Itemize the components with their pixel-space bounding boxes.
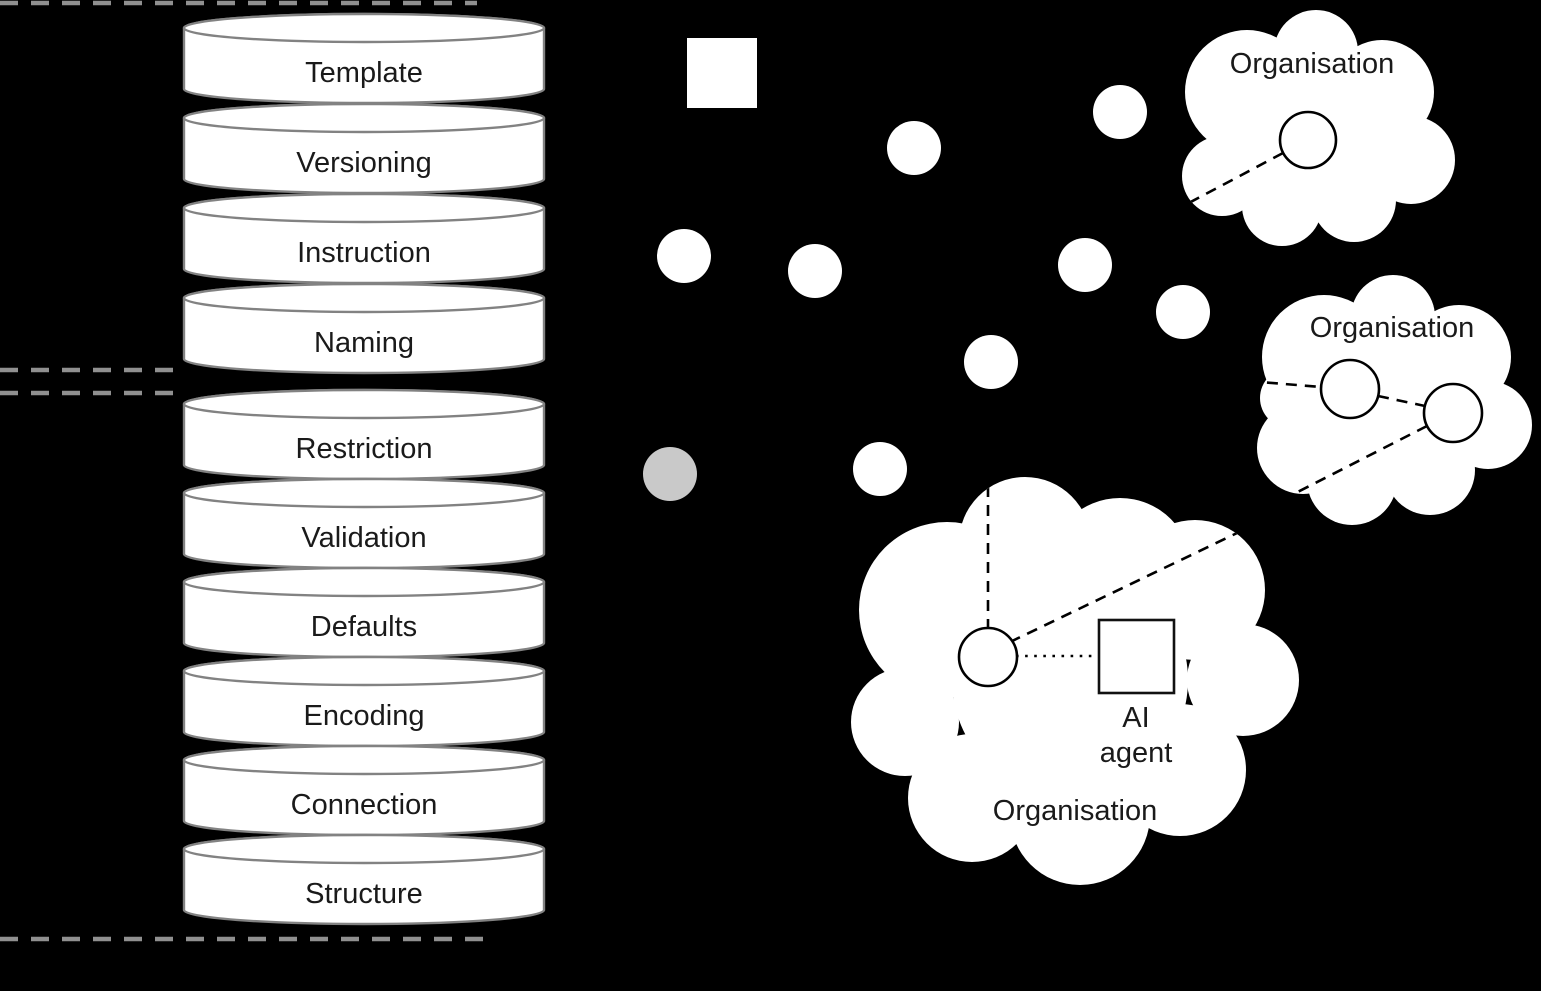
relation-dashed-line — [1377, 394, 1426, 408]
member-node — [1422, 382, 1484, 444]
cylinder-top-ellipse — [182, 388, 546, 420]
organisation-cloud-bottom: AI agent Organisation — [851, 477, 1299, 885]
free-network-nodes — [643, 38, 1210, 501]
db-cylinder-encoding: Encoding — [182, 655, 546, 748]
db-cylinder-instruction: Instruction — [182, 192, 546, 285]
db-cylinder-structure: Structure — [182, 833, 546, 926]
network-node-circle — [1156, 285, 1210, 339]
network-node-circle-inactive — [643, 447, 697, 501]
cylinder-top-ellipse — [182, 566, 546, 598]
ai-agent-label-line2: agent — [1100, 737, 1173, 769]
network-node-circle — [887, 121, 941, 175]
db-cylinder-connection: Connection — [182, 744, 546, 837]
layer-label: Defaults — [311, 611, 417, 643]
db-cylinder-naming: Naming — [182, 282, 546, 375]
organisation-cloud-middle: Organisation — [1257, 275, 1532, 525]
ai-agent-label-line1: AI — [1122, 702, 1149, 734]
relation-dashed-line — [1257, 379, 1322, 389]
member-node — [1319, 358, 1381, 420]
section-divider-lines — [0, 0, 484, 942]
layer-label: Connection — [291, 789, 438, 821]
organisation-cloud-top: Organisation — [1182, 10, 1455, 246]
relation-dashed-line — [1009, 520, 1261, 644]
network-node-circle — [788, 244, 842, 298]
db-cylinder-versioning: Versioning — [182, 102, 546, 195]
db-cylinder-restriction: Restriction — [182, 388, 546, 481]
network-node-circle — [853, 442, 907, 496]
layer-label: Template — [305, 57, 423, 89]
cloud-label: Organisation — [1230, 48, 1394, 80]
db-cylinder-template: Template — [182, 12, 546, 105]
cylinder-top-ellipse — [182, 282, 546, 314]
layer-label: Instruction — [297, 237, 431, 269]
relation-dashed-line — [1279, 424, 1428, 503]
cylinder-top-ellipse — [182, 102, 546, 134]
layer-label: Structure — [305, 878, 423, 910]
layer-label: Naming — [314, 327, 414, 359]
db-cylinder-validation: Validation — [182, 477, 546, 570]
cloud-shape — [851, 477, 1299, 885]
network-node-circle — [657, 229, 711, 283]
network-node-circle — [964, 335, 1018, 389]
cylinder-top-ellipse — [182, 192, 546, 224]
cloud-label: Organisation — [993, 795, 1157, 827]
layer-label: Restriction — [296, 433, 433, 465]
cylinder-top-ellipse — [182, 655, 546, 687]
cylinder-top-ellipse — [182, 477, 546, 509]
network-node-circle — [1058, 238, 1112, 292]
cloud-label: Organisation — [1310, 312, 1474, 344]
cloud-shape — [1182, 10, 1455, 246]
layer-label: Encoding — [304, 700, 425, 732]
cylinder-top-ellipse — [182, 12, 546, 44]
db-cylinder-defaults: Defaults — [182, 566, 546, 659]
network-node-circle — [1093, 85, 1147, 139]
cylinder-top-ellipse — [182, 833, 546, 865]
layer-label: Validation — [301, 522, 426, 554]
cylinder-top-ellipse — [182, 744, 546, 776]
layer-stack: Template Versioning Instruction Naming R… — [182, 12, 546, 926]
layer-label: Versioning — [296, 147, 431, 179]
member-node — [957, 626, 1019, 688]
member-node — [1278, 110, 1338, 170]
ai-agent-square — [1097, 618, 1176, 695]
network-node-square — [687, 38, 757, 108]
